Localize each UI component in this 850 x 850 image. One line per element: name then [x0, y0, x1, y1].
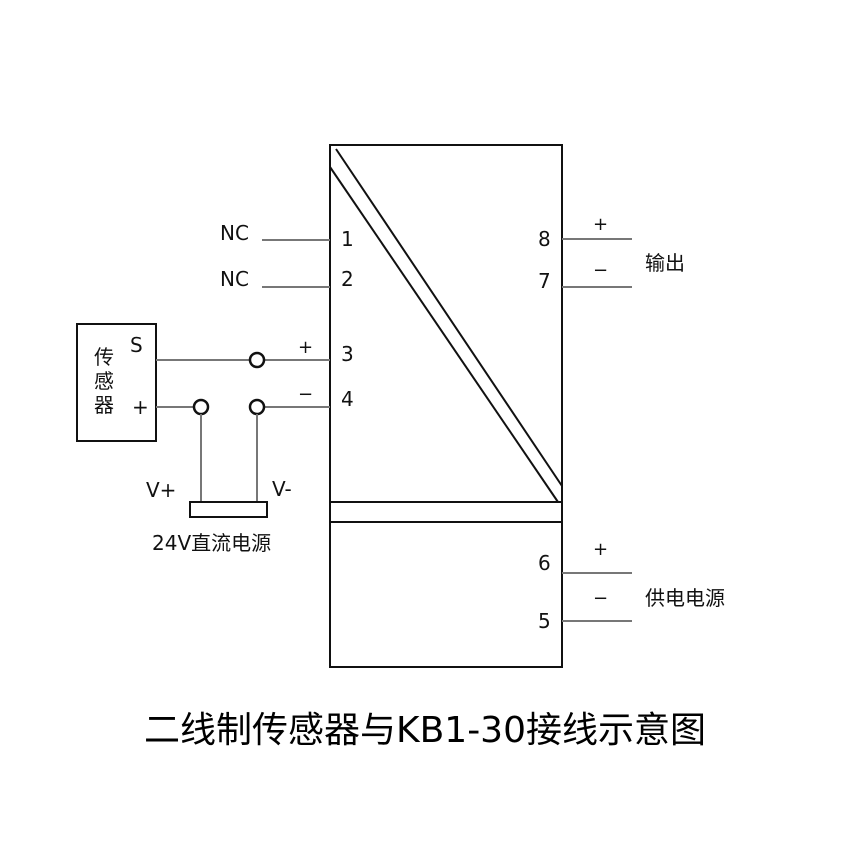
terminal-3-number: 3	[341, 342, 354, 366]
dc-supply-24v	[189, 501, 268, 518]
sensor-label-char-3: 器	[94, 393, 114, 417]
terminal-8-number: 8	[538, 227, 551, 251]
isolation-diagonal-1	[335, 148, 563, 487]
sensor-box	[76, 323, 157, 442]
terminal-5-number: 5	[538, 609, 551, 633]
supply-label: 供电电源	[645, 586, 725, 610]
terminal-6-number: 6	[538, 551, 551, 575]
terminal-4-polarity: −	[298, 384, 313, 405]
terminal-2-nc-label: NC	[220, 267, 249, 291]
terminal-8-polarity: +	[593, 214, 608, 235]
terminal-6-polarity: +	[593, 539, 608, 560]
terminal-4-number: 4	[341, 387, 354, 411]
terminal-7-polarity: −	[593, 260, 608, 281]
sensor-pin-s: S	[130, 333, 143, 357]
sensor-pin-plus: +	[132, 395, 149, 419]
v-plus-label: V+	[146, 478, 176, 502]
sensor-label-char-2: 感	[94, 369, 114, 393]
junction-terminal-3	[248, 351, 266, 369]
junction-sensor-plus	[192, 398, 210, 416]
terminal-3-polarity: +	[298, 337, 313, 358]
junction-terminal-4	[248, 398, 266, 416]
dc-supply-label: 24V直流电源	[152, 531, 271, 555]
terminal-7-number: 7	[538, 269, 551, 293]
diagram-title: 二线制传感器与KB1-30接线示意图	[144, 710, 706, 751]
terminal-2-number: 2	[341, 267, 354, 291]
output-label: 输出	[645, 251, 685, 275]
kb1-30-module	[329, 144, 563, 668]
isolation-diagonal-2	[329, 166, 559, 503]
v-minus-label: V-	[272, 477, 292, 501]
terminal-5-polarity: −	[593, 588, 608, 609]
sensor-label-char-1: 传	[94, 345, 114, 369]
terminal-1-nc-label: NC	[220, 221, 249, 245]
terminal-1-number: 1	[341, 227, 354, 251]
